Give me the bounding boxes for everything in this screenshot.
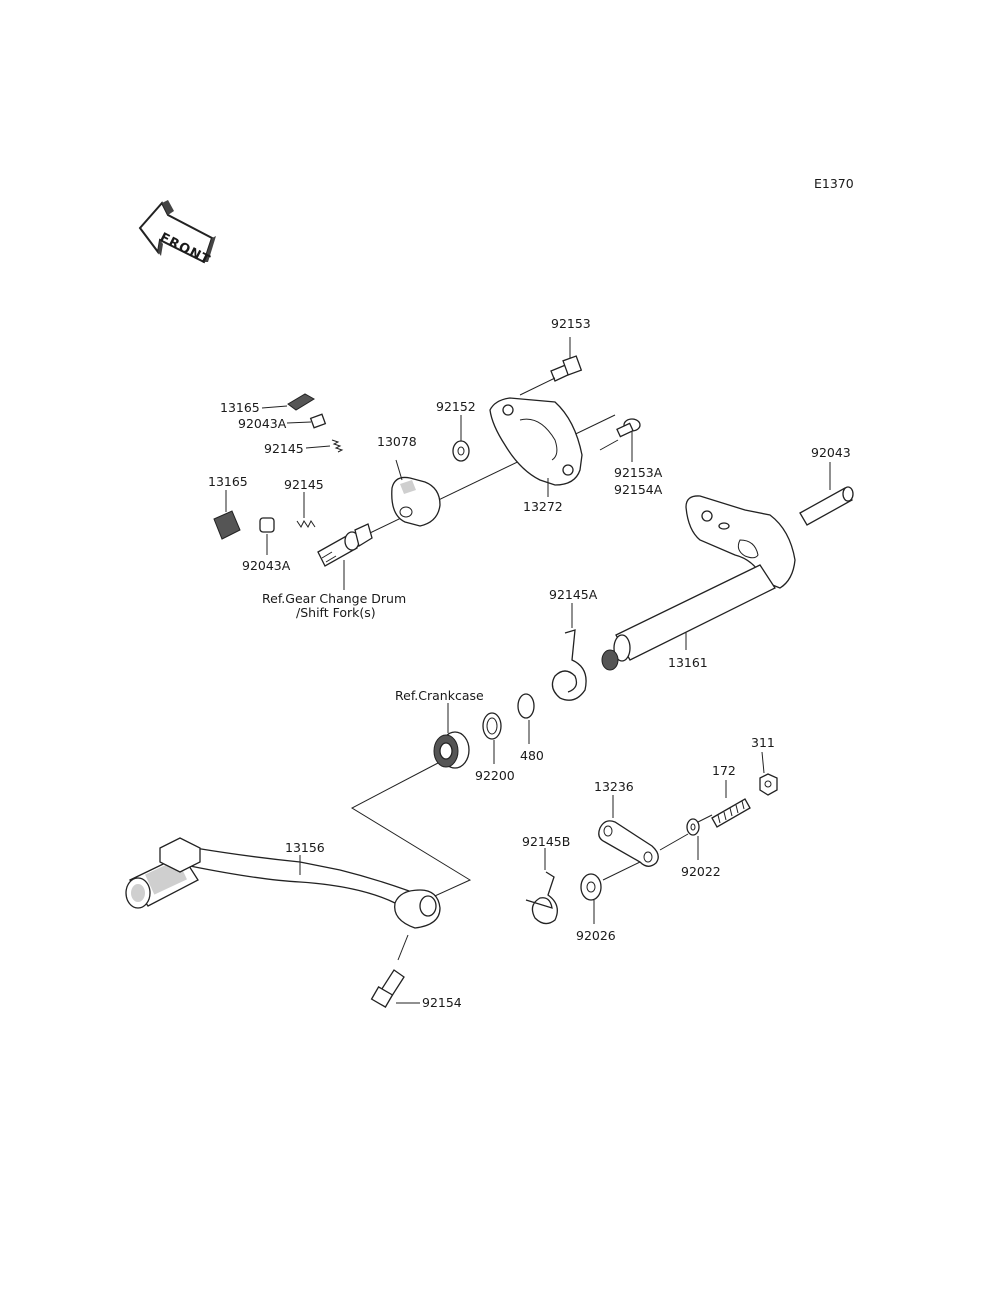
ref-gear-change-line1: Ref.Gear Change Drum <box>262 591 406 606</box>
label-92026: 92026 <box>576 928 616 943</box>
label-92043A-upper: 92043A <box>238 416 287 431</box>
gear-pedal-13156 <box>125 837 441 929</box>
washer-92026 <box>580 873 602 924</box>
spring-92145-upper <box>305 439 344 453</box>
part-13165-upper <box>261 393 315 411</box>
label-480: 480 <box>520 748 544 763</box>
label-13165-lower: 13165 <box>208 474 248 489</box>
label-92043: 92043 <box>811 445 851 460</box>
washer-92200 <box>482 712 502 764</box>
spring-92145A <box>551 603 587 701</box>
label-92145-upper: 92145 <box>264 441 304 456</box>
label-311: 311 <box>751 735 775 750</box>
ref-gear-change-line2: /Shift Fork(s) <box>296 605 376 620</box>
label-92145-lower: 92145 <box>284 477 324 492</box>
label-92043A-lower: 92043A <box>242 558 291 573</box>
circlip-480 <box>517 693 535 744</box>
label-13272: 13272 <box>523 499 563 514</box>
label-172: 172 <box>712 763 736 778</box>
label-92145A: 92145A <box>549 587 598 602</box>
drum-pin <box>317 523 373 590</box>
nut-311 <box>759 751 778 796</box>
diagram-code: E1370 <box>814 176 854 191</box>
spring-92145B <box>525 848 558 925</box>
front-arrow-icon: FRONT <box>138 200 216 268</box>
pin-92043A-upper <box>286 413 327 429</box>
shift-shaft-13161 <box>601 495 796 671</box>
label-13165-upper: 13165 <box>220 400 260 415</box>
pin-92043A-lower <box>259 517 275 555</box>
label-92154A: 92154A <box>614 482 663 497</box>
label-92153: 92153 <box>551 316 591 331</box>
bolt-92153 <box>519 337 583 396</box>
label-92200: 92200 <box>475 768 515 783</box>
pin-92043 <box>799 462 854 526</box>
label-13078: 13078 <box>377 434 417 449</box>
lever-13236 <box>598 795 659 867</box>
plate-13272 <box>489 397 583 497</box>
label-13156: 13156 <box>285 840 325 855</box>
label-92153A: 92153A <box>614 465 663 480</box>
washer-92022 <box>686 818 700 860</box>
label-92154: 92154 <box>422 995 462 1010</box>
label-92145B: 92145B <box>522 834 570 849</box>
spring-92145-lower <box>296 492 316 528</box>
label-13236: 13236 <box>594 779 634 794</box>
label-92022: 92022 <box>681 864 721 879</box>
screw-92153A <box>599 418 641 462</box>
ref-crankcase: Ref.Crankcase <box>395 688 484 703</box>
cam-13078 <box>391 459 441 527</box>
washer-92152 <box>452 415 470 462</box>
label-92152: 92152 <box>436 399 476 414</box>
bolt-92154 <box>370 934 420 1008</box>
stud-172 <box>711 780 751 828</box>
oil-seal-crankcase <box>433 703 470 769</box>
label-13161: 13161 <box>668 655 708 670</box>
part-13165-lower <box>213 490 241 540</box>
